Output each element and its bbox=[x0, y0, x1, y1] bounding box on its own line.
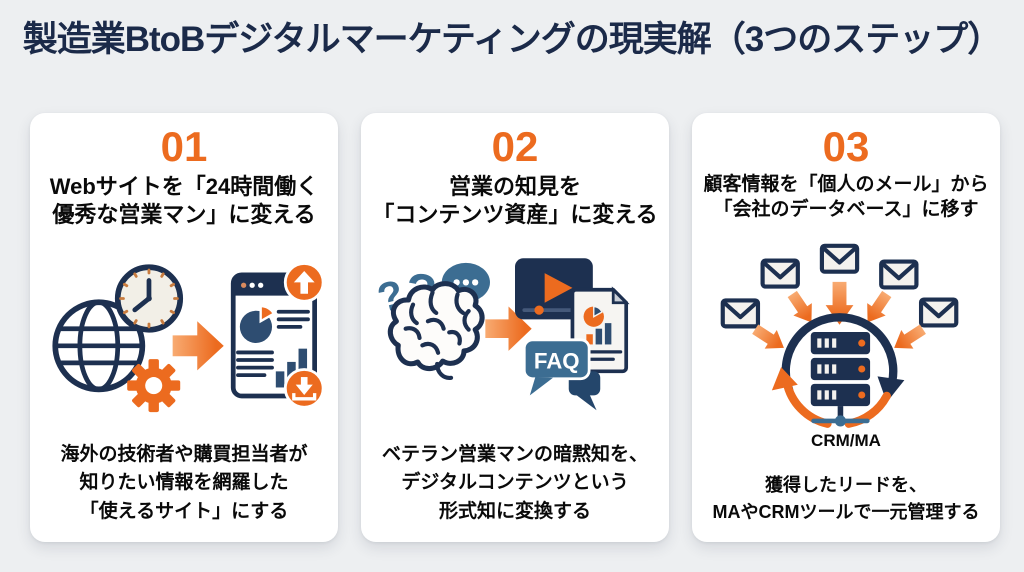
step3-illustration bbox=[720, 243, 959, 428]
globe-icon bbox=[52, 299, 146, 392]
page-title: 製造業BtoBデジタルマーケティングの現実解（3つのステップ） bbox=[22, 20, 1003, 59]
desc-line: 海外の技術者や購買担当者が bbox=[60, 443, 308, 465]
step-number-3: 03 bbox=[822, 123, 870, 170]
mail-envelopes bbox=[720, 243, 959, 329]
browser-analytics-icon bbox=[230, 272, 317, 398]
step-description-2: ベテラン営業マンの暗黙知を、 デジタルコンテンツという 形式知に変換する bbox=[382, 441, 648, 527]
step-number-1: 01 bbox=[160, 123, 208, 170]
desc-line: デジタルコンテンツという bbox=[401, 472, 629, 493]
step-card-2: 02 営業の知見を 「コンテンツ資産」に変える ? ? bbox=[361, 113, 669, 542]
heading-line: 優秀な営業マン」に変える bbox=[52, 202, 316, 228]
download-icon bbox=[283, 367, 325, 409]
step2-icon-area: ? ? bbox=[376, 230, 654, 441]
step1-illustration bbox=[52, 261, 325, 412]
step-description-1: 海外の技術者や購買担当者が 知りたい情報を網羅した 「使えるサイト」にする bbox=[60, 441, 307, 527]
brain-icon bbox=[387, 281, 485, 381]
desc-line: 知りたい情報を網羅した bbox=[79, 472, 289, 493]
step2-illustration: ? ? bbox=[376, 258, 630, 411]
heading-line: 「会社のデータベース」に移す bbox=[713, 198, 979, 220]
faq-label: FAQ bbox=[534, 349, 580, 374]
mail-envelope-icon bbox=[760, 258, 800, 289]
gear-icon bbox=[127, 358, 181, 412]
desc-line: 形式知に変換する bbox=[438, 500, 591, 522]
arrow-right-icon bbox=[172, 320, 224, 371]
heading-line: 「コンテンツ資産」に変える bbox=[372, 202, 658, 228]
step-description-3: 獲得したリードを、 MAやCRMツールで一元管理する bbox=[713, 472, 980, 526]
step-heading-1: Webサイトを「24時間働く 優秀な営業マン」に変える bbox=[50, 173, 319, 229]
step3-icon-area: CRM/MA bbox=[707, 222, 985, 472]
heading-line: 営業の知見を bbox=[448, 174, 581, 200]
steps-container: 01 Webサイトを「24時間働く 優秀な営業マン」に変える bbox=[30, 113, 1000, 542]
step1-icon-area bbox=[42, 230, 326, 441]
step-card-3: 03 顧客情報を「個人のメール」から 「会社のデータベース」に移す bbox=[692, 113, 1000, 542]
mail-envelope-icon bbox=[918, 297, 959, 328]
mail-envelope-icon bbox=[819, 243, 860, 274]
desc-line: 「使えるサイト」にする bbox=[79, 500, 289, 522]
server-icon bbox=[810, 331, 871, 427]
crm-ma-caption: CRM/MA bbox=[811, 430, 881, 450]
faq-bubbles-icon: FAQ bbox=[522, 338, 601, 411]
mail-arrow-icon bbox=[867, 290, 892, 323]
clock-icon bbox=[114, 264, 184, 333]
upload-icon bbox=[283, 261, 325, 303]
mail-arrow-icon bbox=[894, 324, 926, 349]
step-heading-3: 顧客情報を「個人のメール」から 「会社のデータベース」に移す bbox=[703, 173, 988, 222]
step-number-2: 02 bbox=[491, 123, 539, 170]
step-card-1: 01 Webサイトを「24時間働く 優秀な営業マン」に変える bbox=[30, 113, 338, 542]
mail-arrow-icon bbox=[787, 290, 812, 323]
mail-arrow-icon bbox=[752, 324, 784, 349]
desc-line: ベテラン営業マンの暗黙知を、 bbox=[381, 443, 648, 465]
heading-line: 顧客情報を「個人のメール」から bbox=[703, 174, 989, 196]
mail-envelope-icon bbox=[720, 298, 761, 329]
desc-line: MAやCRMツールで一元管理する bbox=[712, 502, 980, 522]
step-heading-2: 営業の知見を 「コンテンツ資産」に変える bbox=[372, 173, 657, 229]
heading-line: Webサイトを「24時間働く bbox=[49, 174, 319, 200]
mail-envelope-icon bbox=[879, 259, 919, 290]
desc-line: 獲得したリードを、 bbox=[764, 475, 927, 495]
